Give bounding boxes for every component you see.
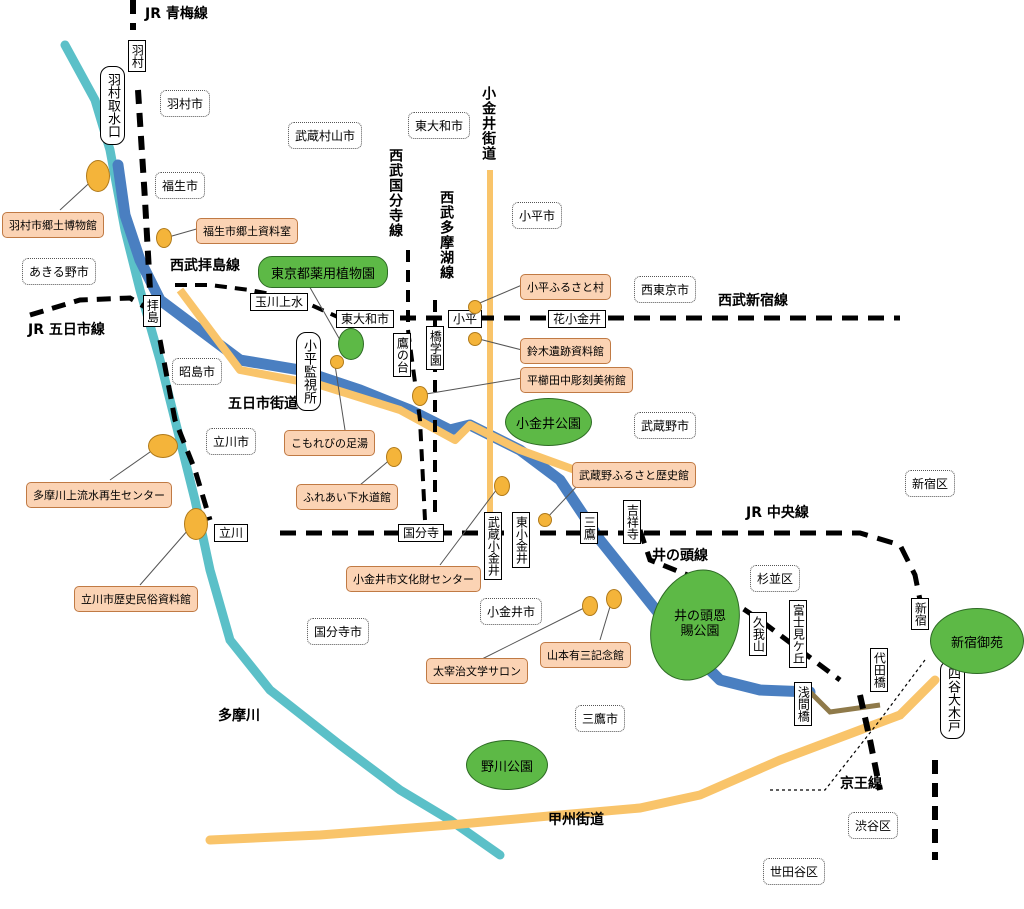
muni-koganei: 小金井市	[480, 598, 543, 625]
muni-musashimurayama: 武蔵村山市	[288, 122, 363, 149]
muni-fussa: 福生市	[155, 172, 206, 199]
dot-tamagawa-joryu	[148, 434, 178, 458]
muni-tachikawa: 立川市	[206, 428, 257, 455]
muni-shibuya: 渋谷区	[848, 812, 899, 839]
itsukaichi-kaido-road	[176, 287, 577, 474]
ome-line	[130, 0, 153, 291]
label-inokashira-line: 井の頭線	[652, 548, 708, 564]
label-ome-line: JR 青梅線	[145, 6, 208, 22]
dot-hamura-museum	[86, 160, 110, 192]
seibu-haijima-line	[175, 283, 341, 320]
dot-dazai	[582, 596, 598, 616]
station-tachikawa: 立川	[214, 524, 249, 543]
spot-hamura-museum: 羽村市郷土博物館	[2, 212, 104, 238]
dot-suzuki	[468, 332, 482, 346]
muni-kodaira: 小平市	[512, 202, 563, 229]
label-keio-line: 京王線	[840, 776, 882, 792]
label-tamagawa-josui: 玉川上水	[250, 293, 309, 312]
park-nogawa: 野川公園	[466, 740, 548, 790]
station-kodaira: 小平	[448, 310, 483, 329]
landmark-yotsuya-okido: 四谷大木戸	[940, 660, 965, 739]
dot-fussa-museum	[156, 228, 172, 248]
muni-nishitokyo: 西東京市	[634, 276, 697, 303]
spot-kodaira-furusato: 小平ふるさと村	[520, 274, 611, 300]
muni-higashiyamato: 東大和市	[408, 112, 471, 139]
station-fujimigaoka: 富士見ケ丘	[789, 600, 808, 668]
station-hitotsubashigakuen: 橋学園	[426, 326, 445, 370]
spot-fussa-museum: 福生市郷土資料室	[196, 218, 298, 244]
dot-hirakushi	[412, 386, 428, 406]
itsukaichi-line	[29, 295, 152, 318]
station-kichijoji: 吉祥寺	[623, 500, 642, 544]
label-seibu-shinjuku-line: 西武新宿線	[718, 293, 788, 309]
station-yoyogi: 代田橋	[870, 648, 889, 692]
keio-line	[857, 694, 883, 791]
dot-yamamoto	[606, 589, 622, 609]
spot-dazai: 太宰治文学サロン	[426, 658, 528, 684]
muni-kokubunji: 国分寺市	[307, 618, 370, 645]
spot-yamamoto: 山本有三記念館	[540, 642, 631, 668]
dot-komorebi	[330, 355, 344, 369]
station-hanakoganei: 花小金井	[548, 310, 607, 329]
ome-line-south	[157, 339, 213, 521]
station-haijima: 拝島	[143, 295, 162, 327]
park-yakuyo: 東京都薬用植物園	[258, 256, 388, 288]
landmark-kodaira-kanshi: 小平監視所	[296, 332, 321, 411]
landmark-hamura-intake: 羽村取水口	[100, 66, 125, 145]
spot-tachikawa-museum: 立川市歴史民俗資料館	[74, 586, 198, 612]
spot-suzuki: 鈴木遺跡資料館	[520, 338, 611, 364]
seibu-kokubunji-line	[406, 250, 427, 521]
label-koganei-kaido: 小金井街道	[480, 86, 497, 161]
station-higashiyamatoshi: 東大和市	[336, 310, 395, 329]
dot-kodaira-furusato	[468, 300, 482, 314]
dot-tachikawa-museum	[184, 508, 208, 540]
label-itsukaichi-line: JR 五日市線	[28, 322, 105, 338]
dot-koganei-bunkazai	[494, 476, 510, 496]
koshu-kaido-road	[205, 675, 940, 845]
muni-mitaka: 三鷹市	[575, 705, 626, 732]
label-seibu-tamako-line: 西武多摩湖線	[438, 190, 455, 280]
park-shinjuku-gyoen: 新宿御苑	[930, 608, 1024, 674]
station-musashikoganei: 武蔵小金井	[484, 512, 503, 580]
label-tamagawa: 多摩川	[218, 708, 260, 724]
spot-koganei-bunkazai: 小金井市文化財センター	[346, 566, 481, 592]
muni-suginami: 杉並区	[750, 565, 801, 592]
label-seibu-kokubunji-line: 西武国分寺線	[387, 148, 404, 238]
spot-musashino-furusato: 武蔵野ふるさと歴史館	[572, 462, 696, 488]
spot-hirakushi: 平櫛田中彫刻美術館	[520, 367, 633, 393]
station-shinjuku: 新宿	[911, 598, 930, 630]
park-koganei: 小金井公園	[505, 398, 592, 446]
muni-shinjuku: 新宿区	[905, 470, 956, 497]
josui-remnant-channel	[808, 690, 881, 715]
park-yakuyo-marker	[338, 328, 364, 360]
muni-akishima: 昭島市	[172, 358, 223, 385]
label-inokashira-park: 井の頭恩賜公園	[673, 609, 726, 639]
station-takanodai: 鷹の台	[393, 333, 412, 377]
dot-fureai	[386, 447, 402, 467]
station-hamura: 羽村	[128, 40, 147, 72]
muni-akiruno: あきる野市	[22, 258, 96, 285]
muni-hamura: 羽村市	[160, 90, 211, 117]
label-seibu-haijima-line: 西武拝島線	[170, 258, 240, 274]
spot-komorebi: こもれびの足湯	[284, 430, 375, 456]
muni-musashino: 武蔵野市	[634, 412, 697, 439]
station-mitaka: 三鷹	[580, 512, 599, 544]
station-higashikoganei: 東小金井	[512, 512, 531, 568]
station-kugayama: 久我山	[749, 612, 768, 656]
label-chuo-line: JR 中央線	[746, 505, 809, 521]
label-itsukaichi-kaido: 五日市街道	[228, 396, 298, 412]
station-kokubunji: 国分寺	[398, 524, 445, 543]
spot-tamagawa-joryu: 多摩川上流水再生センター	[26, 482, 172, 508]
boundary-dotted	[770, 659, 926, 791]
label-koshu-kaido: 甲州街道	[548, 812, 604, 828]
station-sengawa: 浅間橋	[794, 682, 813, 726]
spot-fureai: ふれあい下水道館	[296, 484, 398, 510]
muni-setagaya: 世田谷区	[763, 858, 826, 885]
chuo-line	[280, 530, 923, 601]
dot-musashino-furusato	[538, 513, 552, 527]
